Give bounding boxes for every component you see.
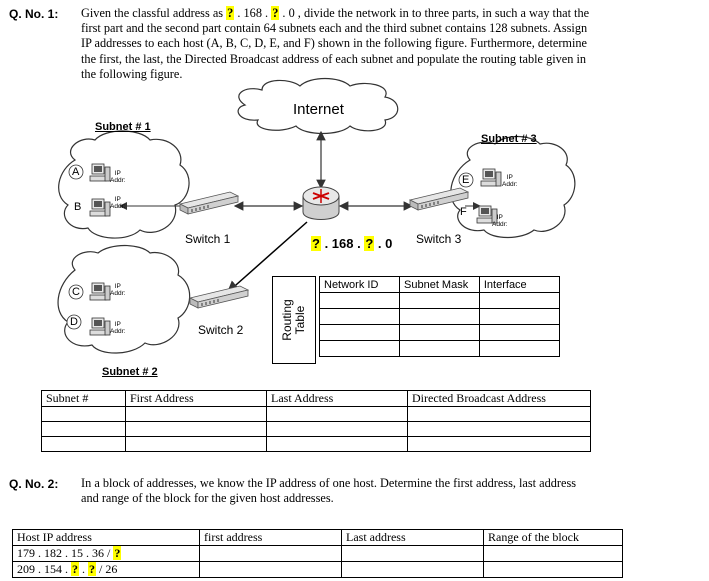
subnet-2-cloud xyxy=(57,244,191,354)
table-row xyxy=(318,324,561,341)
q1-line-5: the following figure. xyxy=(81,66,183,81)
host-c-label: C xyxy=(72,286,80,298)
host-a-label: A xyxy=(72,166,80,178)
host-d-label: D xyxy=(70,316,78,328)
switch-2-icon xyxy=(189,285,249,309)
rt-header-interface: Interface xyxy=(478,276,561,293)
st-header-first: First Address xyxy=(125,390,267,407)
internet-label: Internet xyxy=(293,101,344,118)
q1-line-3: IP addresses to each host (A, B, C, D, E… xyxy=(81,36,588,51)
rt-header-subnet-mask: Subnet Mask xyxy=(399,276,480,293)
q2-line-1: In a block of addresses, we know the IP … xyxy=(81,476,577,490)
routing-table: Network ID Subnet Mask Interface xyxy=(318,276,561,357)
internet-cloud xyxy=(237,77,399,135)
link-router-switch2 xyxy=(226,221,308,293)
q2-text: In a block of addresses, we know the IP … xyxy=(81,476,621,506)
host-f-label: F xyxy=(460,206,467,218)
table-row xyxy=(41,436,591,452)
table-row xyxy=(318,340,561,357)
q1-text: Given the classful address as ? . 168 . … xyxy=(81,6,621,82)
host-ip-1-unknown: ? xyxy=(113,546,122,560)
host-e-label: E xyxy=(462,174,470,186)
network-diagram xyxy=(57,77,576,354)
table-row: 209 . 154 . ? . ? / 26 xyxy=(12,561,623,578)
rt-header-network-id: Network ID xyxy=(318,276,401,293)
q2-label: Q. No. 2: xyxy=(9,477,59,491)
q1-line-4: the first, the last, the Directed Broadc… xyxy=(81,51,587,66)
subnet-1-cloud xyxy=(58,130,190,239)
host-b-label: B xyxy=(74,201,82,213)
table-row: 179 . 182 . 15 . 36 / ? xyxy=(12,545,623,562)
table-row xyxy=(318,308,561,325)
table-row xyxy=(41,421,591,437)
st-header-subnet: Subnet # xyxy=(41,390,126,407)
st-header-last: Last Address xyxy=(266,390,408,407)
host-ip-1: 179 . 182 . 15 . 36 / ? xyxy=(12,545,200,562)
switch-3-label: Switch 3 xyxy=(416,232,462,246)
switch-1-icon xyxy=(179,191,239,215)
subnet-3-title: Subnet # 3 xyxy=(481,133,537,145)
router-unknown-octet-3: ? xyxy=(364,236,375,251)
ht-header-range: Range of the block xyxy=(483,529,623,546)
q1-line-2: first part and the second part contain 6… xyxy=(81,21,588,36)
router-icon xyxy=(302,186,340,220)
st-header-broadcast: Directed Broadcast Address xyxy=(407,390,591,407)
ht-header-last: Last address xyxy=(341,529,484,546)
unknown-octet-1: ? xyxy=(226,6,235,20)
q1-line-1: Given the classful address as ? . 168 . … xyxy=(81,6,590,20)
router-address: ? . 168 . ? . 0 xyxy=(311,236,393,251)
ht-header-host-ip: Host IP address xyxy=(12,529,200,546)
routing-table-side-label: Routing Table xyxy=(272,276,316,364)
subnet-2-title: Subnet # 2 xyxy=(102,366,158,378)
ht-header-first: first address xyxy=(199,529,342,546)
unknown-octet-3: ? xyxy=(271,6,280,20)
switch-1-label: Switch 1 xyxy=(185,232,231,246)
subnet-1-title: Subnet # 1 xyxy=(95,121,151,133)
switch-2-label: Switch 2 xyxy=(198,323,244,337)
host-ip-2-unknown-b: ? xyxy=(88,562,96,576)
table-row xyxy=(41,406,591,422)
host-ip-2: 209 . 154 . ? . ? / 26 xyxy=(12,561,200,578)
host-ip-2-unknown-a: ? xyxy=(71,562,79,576)
q2-line-2: and range of the block for the given hos… xyxy=(81,491,334,506)
host-ip-table: Host IP address first address Last addre… xyxy=(12,529,623,578)
router-unknown-octet-1: ? xyxy=(311,236,321,251)
subnet-address-table: Subnet # First Address Last Address Dire… xyxy=(41,390,591,452)
table-row xyxy=(318,292,561,309)
q1-label: Q. No. 1: xyxy=(9,7,59,21)
